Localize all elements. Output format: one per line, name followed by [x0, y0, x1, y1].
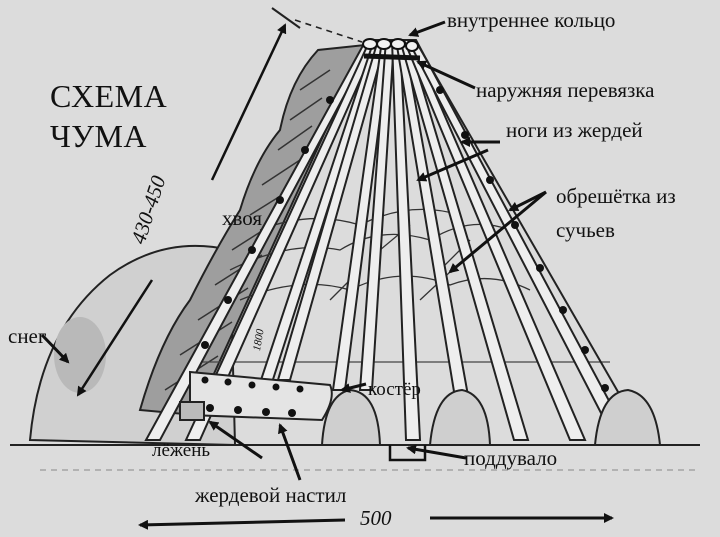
inner-ring [362, 38, 419, 52]
leader-arrows [40, 20, 547, 481]
label-bed: лёжень [152, 440, 211, 461]
snow-spot [54, 317, 106, 393]
floor-dots [201, 376, 304, 417]
bed-log [179, 401, 205, 421]
draft-opening [388, 445, 427, 462]
label-outer-tie: наружняя перевязка [476, 78, 655, 102]
label-lathing-line1: обрешётка из [556, 184, 676, 208]
diagram-title-line2: ЧУМА [50, 118, 148, 154]
diagram-title-line1: СХЕМА [50, 78, 168, 114]
dimension-width: 500 [360, 506, 392, 530]
label-inner-ring: внутреннее кольцо [447, 8, 616, 32]
label-floor: жердевой настил [195, 483, 347, 507]
label-snow: снег [8, 324, 47, 348]
label-poles: ноги из жердей [506, 118, 643, 142]
label-lathing-line2: сучьев [556, 218, 615, 242]
label-fire: костёр [368, 379, 421, 400]
base-mounds [320, 388, 662, 446]
label-draft: поддувало [464, 446, 558, 470]
needle-covering [138, 43, 367, 417]
label-needles: хвоя [222, 206, 263, 230]
